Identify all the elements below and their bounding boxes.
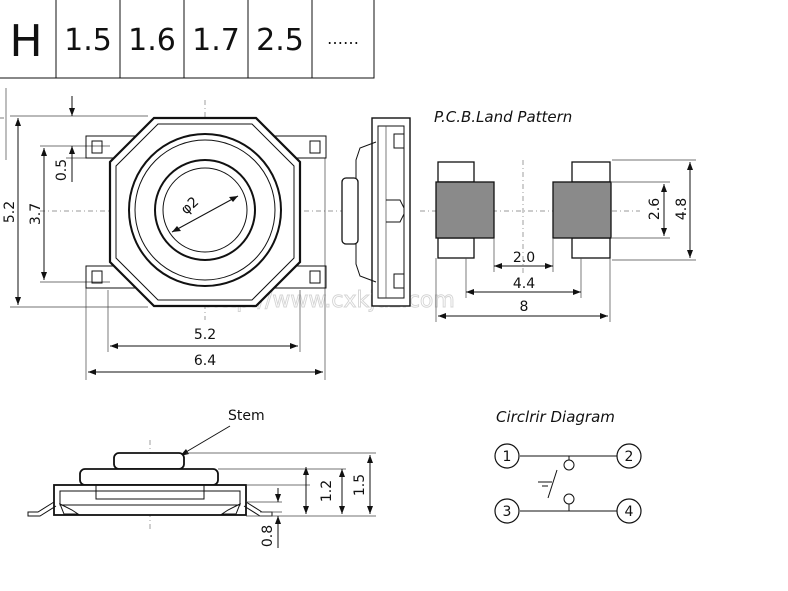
terminal-2 bbox=[616, 443, 642, 469]
pcb-land-pattern: P.C.B.Land Pattern 2.6 4.8 2.0 bbox=[420, 108, 696, 322]
dim-height-pins: 3.7 bbox=[28, 203, 44, 225]
terminal-4-label: 4 bbox=[625, 504, 634, 520]
dim-lead-thickness: 0.8 bbox=[260, 525, 276, 547]
terminal-2-label: 2 bbox=[625, 449, 634, 465]
pcb-pad-right bbox=[552, 181, 612, 239]
dim-pin-width: 0.5 bbox=[54, 159, 70, 181]
pcb-pad-left bbox=[435, 181, 495, 239]
terminal-3-label: 3 bbox=[503, 504, 512, 520]
circuit-diagram: Circlrir Diagram 1 2 3 4 bbox=[494, 408, 642, 524]
dim-total-height: 1.5 bbox=[352, 474, 368, 496]
dim-body-height: 1.2 bbox=[319, 480, 335, 502]
height-value-3: 1.7 bbox=[192, 23, 240, 58]
terminal-3 bbox=[494, 498, 520, 524]
height-value-1: 1.5 bbox=[64, 23, 112, 58]
height-value-more: …… bbox=[327, 29, 359, 48]
dim-pcb-width: 8 bbox=[520, 299, 529, 315]
side-profile-view bbox=[341, 117, 411, 307]
dim-total-width: 6.4 bbox=[194, 353, 216, 369]
top-view: φ2 5.2 3.7 0.5 5.2 6.4 bbox=[2, 96, 350, 380]
side-view: Stem 0.8 1.2 bbox=[27, 408, 376, 548]
height-label: H bbox=[9, 16, 42, 67]
dim-pad-height: 2.6 bbox=[647, 198, 663, 220]
terminal-4 bbox=[616, 498, 642, 524]
dim-height-outer: 5.2 bbox=[2, 201, 18, 223]
height-table: H 1.5 1.6 1.7 2.5 …… bbox=[0, 0, 375, 79]
dim-body-width: 5.2 bbox=[194, 327, 216, 343]
terminal-1 bbox=[494, 443, 520, 469]
terminal-1-label: 1 bbox=[503, 449, 512, 465]
height-value-2: 1.6 bbox=[128, 23, 176, 58]
height-value-4: 2.5 bbox=[256, 23, 304, 58]
pcb-title: P.C.B.Land Pattern bbox=[434, 108, 572, 126]
dim-inner-gap: 2.0 bbox=[513, 250, 535, 266]
dim-pitch: 4.4 bbox=[513, 276, 535, 292]
circuit-title: Circlrir Diagram bbox=[496, 408, 615, 426]
stem-label: Stem bbox=[228, 408, 265, 424]
dim-pcb-height: 4.8 bbox=[674, 198, 690, 220]
